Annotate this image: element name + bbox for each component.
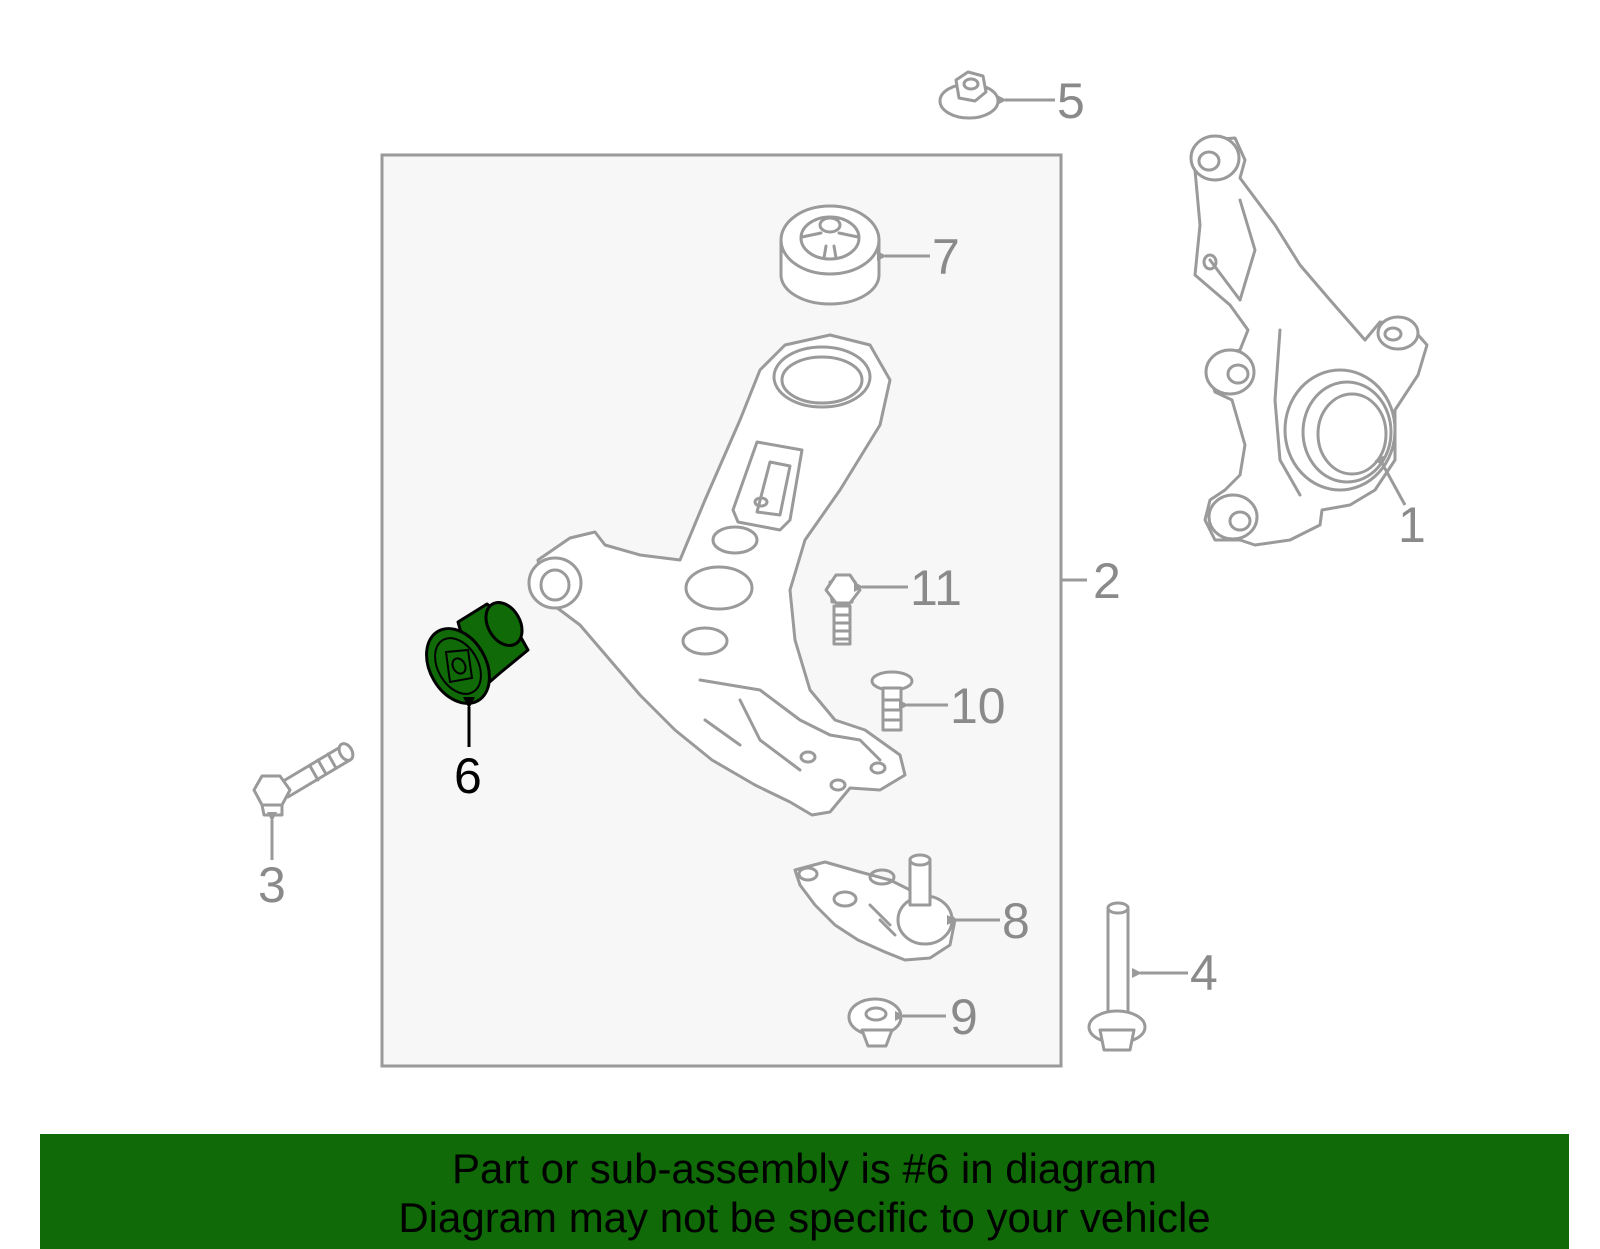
callout-8: 8 (1002, 893, 1030, 949)
callout-10: 10 (950, 678, 1006, 734)
banner-line-2: Diagram may not be specific to your vehi… (398, 1194, 1211, 1241)
callout-11: 11 (910, 560, 962, 616)
callout-2: 2 (1093, 553, 1121, 609)
nut-part-5 (938, 70, 1000, 120)
bolt-part-3 (252, 742, 355, 817)
callout-5: 5 (1057, 73, 1085, 129)
callout-4: 4 (1190, 945, 1218, 1001)
bushing-part-6-highlighted (425, 601, 530, 705)
callout-7: 7 (932, 229, 960, 285)
steering-knuckle-part (1189, 134, 1429, 547)
callout-6: 6 (454, 748, 482, 804)
info-banner: Part or sub-assembly is #6 in diagram Di… (40, 1134, 1569, 1249)
ball-joint-part-8 (793, 853, 957, 962)
callout-1: 1 (1398, 497, 1426, 553)
bolt-part-11 (824, 573, 862, 646)
lower-control-arm (527, 333, 907, 817)
bushing-part-7 (779, 204, 881, 306)
leader-1 (1374, 455, 1407, 506)
nut-part-9 (847, 997, 903, 1048)
bolt-part-4 (1087, 901, 1147, 1052)
callout-3: 3 (258, 857, 286, 913)
callout-9: 9 (950, 989, 978, 1045)
banner-line-1: Part or sub-assembly is #6 in diagram (452, 1145, 1157, 1192)
